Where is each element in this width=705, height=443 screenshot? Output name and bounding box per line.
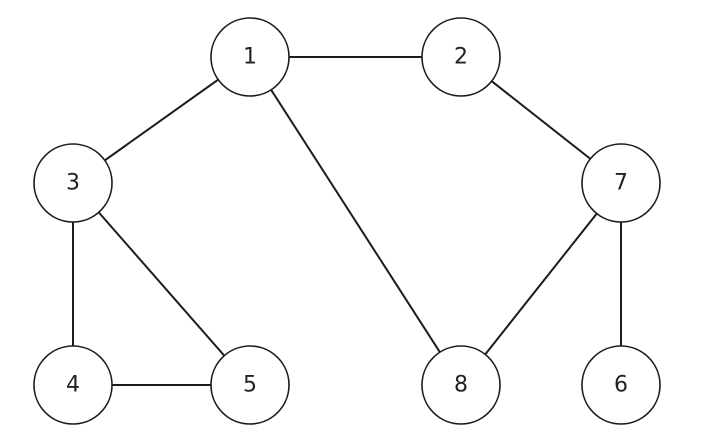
node-circle: [421, 345, 501, 425]
node-1: 1: [210, 17, 290, 97]
node-6: 6: [581, 345, 661, 425]
edge-3-5: [72, 182, 251, 386]
node-circle: [581, 345, 661, 425]
node-label: 7: [614, 171, 628, 196]
node-label: 5: [243, 373, 257, 398]
node-circle: [33, 345, 113, 425]
edge-7-8: [460, 182, 622, 386]
edge-1-8: [249, 56, 462, 386]
node-7: 7: [581, 143, 661, 223]
node-5: 5: [210, 345, 290, 425]
node-label: 1: [243, 45, 257, 70]
node-label: 8: [454, 373, 468, 398]
node-label: 4: [66, 373, 80, 398]
node-2: 2: [421, 17, 501, 97]
node-8: 8: [421, 345, 501, 425]
node-label: 2: [454, 45, 468, 70]
edges-layer: [72, 56, 622, 386]
node-label: 6: [614, 373, 628, 398]
node-4: 4: [33, 345, 113, 425]
node-circle: [210, 17, 290, 97]
nodes-layer: 1 2 3 4 5 6 7 8: [33, 17, 661, 425]
node-3: 3: [33, 143, 113, 223]
node-circle: [33, 143, 113, 223]
node-label: 3: [66, 171, 80, 196]
node-circle: [210, 345, 290, 425]
node-circle: [581, 143, 661, 223]
node-circle: [421, 17, 501, 97]
